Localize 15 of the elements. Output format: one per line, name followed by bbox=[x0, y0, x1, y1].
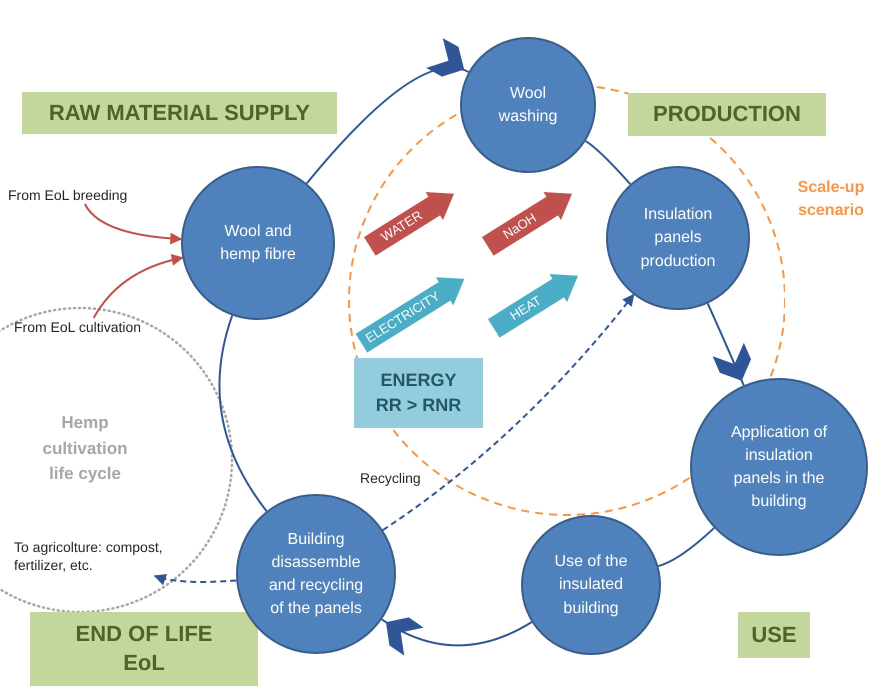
chevron-connector bbox=[381, 616, 532, 655]
stage-label-box: PRODUCTION bbox=[628, 93, 826, 136]
stage-label-box: RAW MATERIAL SUPPLY bbox=[22, 92, 337, 134]
chevron-connector bbox=[706, 303, 751, 386]
arrow bbox=[84, 203, 182, 244]
flow-note: From EoL breeding bbox=[8, 186, 153, 204]
stage-label-box: END OF LIFE EoL bbox=[30, 612, 258, 686]
arrow bbox=[382, 294, 634, 531]
arrow bbox=[154, 574, 236, 585]
cycle-title: Hemp cultivation life cycle bbox=[41, 412, 128, 485]
energy-box: ENERGY RR > RNR bbox=[354, 358, 483, 428]
scenario-label: Scale-up scenario bbox=[796, 178, 866, 222]
flow-note: To agricolture: compost, fertilizer, etc. bbox=[14, 538, 190, 576]
stage-label-box: USE bbox=[738, 612, 810, 658]
flow-note: From EoL cultivation bbox=[14, 318, 164, 335]
